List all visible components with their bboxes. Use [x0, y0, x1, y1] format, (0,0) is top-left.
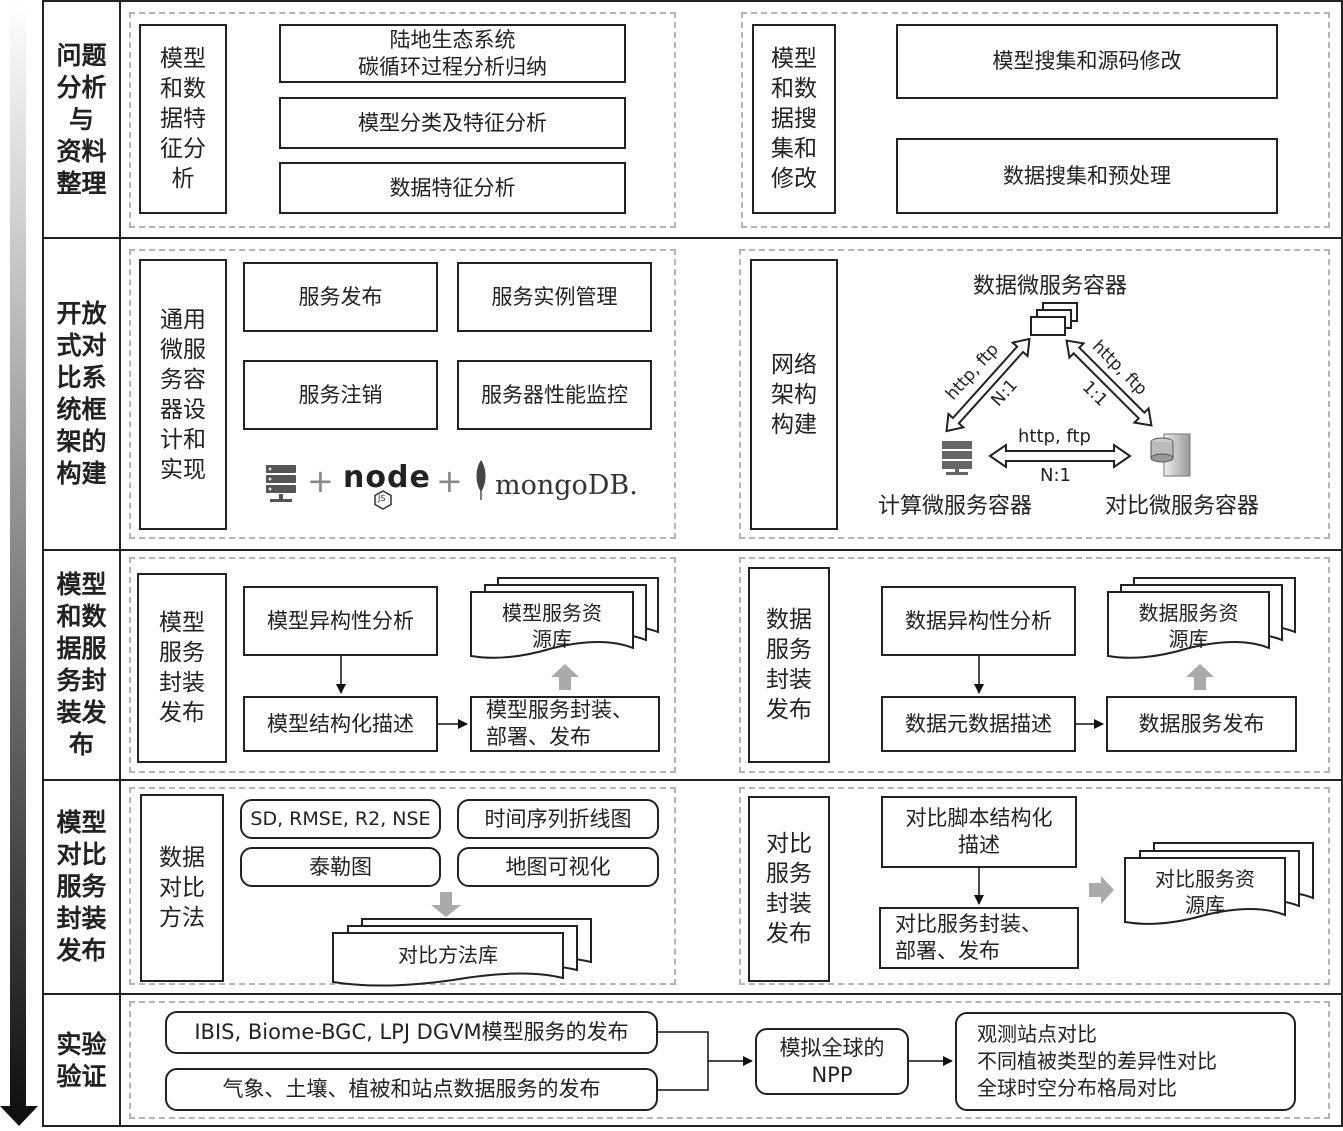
- r2-item-service-cancel: 服务注销: [243, 360, 438, 430]
- database-server-icon: [1148, 430, 1192, 478]
- row-label-experiment: 实验 验证: [56, 1030, 107, 1091]
- server-icon: [264, 463, 298, 503]
- up-arrow-model: [551, 664, 579, 690]
- method-lib-doc: [332, 918, 592, 987]
- bottom-edge-ratio: N:1: [1040, 465, 1071, 486]
- r1-item-model-classification: 模型分类及特征分析: [279, 97, 626, 149]
- up-arrow-data: [1186, 664, 1214, 690]
- row-label-service-encapsulation: 模型 和数 据服 务封 装发 布: [56, 570, 107, 759]
- data-resource-lib-label: 数据服务资 源库: [1138, 601, 1239, 651]
- progress-arrow: [0, 0, 40, 1127]
- r1-right-group: [741, 12, 1330, 228]
- plus-sign-1: +: [307, 462, 334, 500]
- r4-left-title: 数据 对比 方法: [140, 794, 224, 982]
- r3-right-group: [739, 557, 1330, 773]
- r3-model-heterogeneity: 模型异构性分析: [243, 586, 438, 656]
- r3-data-publish: 数据服务发布: [1106, 696, 1297, 752]
- plus-sign-2: +: [436, 462, 463, 500]
- mongodb-logo: mongoDB.: [495, 470, 638, 501]
- r5-simulate-npp: 模拟全球的 NPP: [755, 1028, 909, 1095]
- row-divider-1: [42, 237, 1343, 239]
- compute-container-label: 计算微服务容器: [878, 494, 1033, 519]
- nodejs-hex-icon: [374, 490, 392, 510]
- r3-left-title: 模型 服务 封装 发布: [137, 573, 227, 763]
- nodejs-logo: node: [343, 460, 431, 495]
- r2-left-group: [129, 249, 676, 539]
- bottom-edge-protocol: http, ftp: [1018, 426, 1091, 447]
- row-label-framework: 开放 式对 比系 统框 架的 构建: [56, 299, 107, 488]
- r4-script-desc: 对比脚本结构化 描述: [881, 796, 1077, 868]
- r2-item-performance-monitor: 服务器性能监控: [457, 360, 652, 430]
- compare-container-label: 对比微服务容器: [1105, 494, 1260, 519]
- r2-left-title: 通用 微服 务容 器设 计和 实现: [139, 259, 227, 530]
- r4-method-taylor: 泰勒图: [240, 847, 441, 887]
- r2-right-title: 网络 架构 构建: [750, 259, 838, 530]
- down-arrow-method: [431, 892, 461, 917]
- model-resource-lib-doc: [470, 577, 659, 659]
- right-arrow-compare: [1089, 876, 1114, 904]
- r5-results: 观测站点对比 不同植被类型的差异性对比 全球时空分布格局对比: [955, 1012, 1296, 1111]
- row-divider-4: [42, 993, 1343, 995]
- compare-resource-lib-doc: [1124, 842, 1314, 925]
- r1-right-title: 模型 和数 据搜 集和 修改: [752, 24, 836, 214]
- r2-item-service-publish: 服务发布: [243, 262, 438, 332]
- r1-item-data-feature: 数据特征分析: [279, 162, 626, 214]
- r3-left-group: [129, 557, 676, 773]
- r4-right-title: 对比 服务 封装 发布: [748, 796, 830, 982]
- outer-frame: [42, 0, 1343, 1127]
- nodejs-sub-label: JS: [378, 494, 386, 503]
- r1-left-group: [129, 12, 676, 228]
- r1-item-carbon-cycle: 陆地生态系统 碳循环过程分析归纳: [279, 24, 626, 83]
- data-resource-lib-doc: [1107, 577, 1296, 659]
- label-column-divider: [119, 0, 121, 1127]
- mongodb-leaf-icon: [474, 459, 488, 501]
- r5-data-service-publish: 气象、土壤、植被和站点数据服务的发布: [165, 1068, 658, 1111]
- r4-compare-deploy: 对比服务封装、 部署、发布: [879, 907, 1079, 969]
- model-resource-lib-label: 模型服务资 源库: [502, 601, 602, 651]
- r3-data-metadata-desc: 数据元数据描述: [881, 696, 1076, 752]
- r5-model-service-publish: IBIS, Biome-BGC, LPJ DGVM模型服务的发布: [165, 1011, 658, 1054]
- compute-server-icon: [940, 439, 974, 475]
- r3-data-heterogeneity: 数据异构性分析: [881, 586, 1076, 656]
- r4-method-map: 地图可视化: [457, 847, 659, 887]
- r3-right-title: 数据 服务 封装 发布: [748, 567, 830, 763]
- r4-method-metrics: SD, RMSE, R2, NSE: [240, 799, 441, 839]
- r1-item-data-collect: 数据搜集和预处理: [896, 138, 1278, 214]
- method-lib-label: 对比方法库: [398, 943, 498, 967]
- data-container-label: 数据微服务容器: [973, 274, 1128, 299]
- r2-item-instance-manage: 服务实例管理: [457, 262, 652, 332]
- r4-right-group: [739, 787, 1330, 985]
- row-divider-3: [42, 779, 1343, 781]
- r4-method-timeseries: 时间序列折线图: [457, 799, 659, 839]
- r5-group: [129, 1001, 1330, 1119]
- r2-right-group: [739, 249, 1330, 539]
- r1-left-title: 模型 和数 据特 征分 析: [139, 24, 227, 214]
- r3-model-structured-desc: 模型结构化描述: [243, 696, 438, 752]
- row-divider-2: [42, 549, 1343, 551]
- data-container-icon: [1029, 300, 1081, 340]
- compare-resource-lib-label: 对比服务资 源库: [1155, 867, 1255, 917]
- r1-item-model-collect: 模型搜集和源码修改: [896, 24, 1278, 99]
- row-label-comparison-service: 模型 对比 服务 封装 发布: [56, 808, 107, 965]
- r3-model-deploy: 模型服务封装、 部署、发布: [470, 696, 660, 752]
- row-label-problem-analysis: 问题 分析 与 资料 整理: [56, 40, 107, 198]
